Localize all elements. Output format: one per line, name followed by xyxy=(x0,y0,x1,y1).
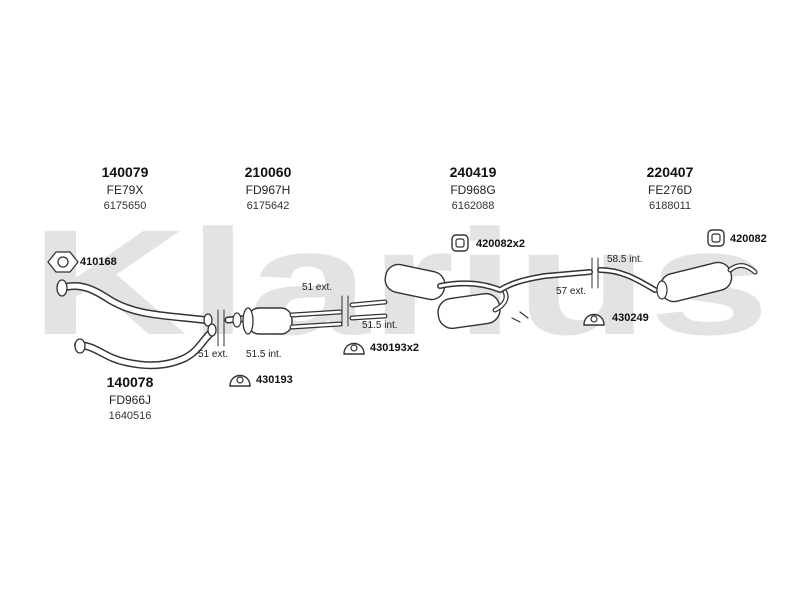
part-label-240419: 240419 FD968G 6162088 xyxy=(433,164,513,212)
dimension-note: 51.5 int. xyxy=(246,349,282,360)
part-code: FE79X xyxy=(106,183,144,197)
part-number: 210060 xyxy=(244,164,292,180)
part-code: FD968G xyxy=(450,183,496,197)
hanger-icon-b[interactable] xyxy=(707,229,725,247)
clamp-markers xyxy=(217,257,599,347)
part-label-220407: 220407 FE276D 6188011 xyxy=(630,164,710,212)
rubber-mount-icon-c[interactable] xyxy=(583,313,605,326)
part-number: 240419 xyxy=(449,164,497,180)
front-pipe-upper[interactable] xyxy=(56,279,213,327)
accessory-hanger-b[interactable]: 420082 xyxy=(730,233,767,245)
part-label-210060: 210060 FD967H 6175642 xyxy=(228,164,308,212)
part-code: FD967H xyxy=(245,183,291,197)
part-number: 140078 xyxy=(106,374,154,390)
oem-number: 6175650 xyxy=(103,200,147,212)
center-silencer[interactable] xyxy=(349,262,593,330)
hanger-icon-a[interactable] xyxy=(451,234,469,252)
accessory-gasket[interactable]: 410168 xyxy=(80,256,117,268)
front-pipe-lower[interactable] xyxy=(74,323,217,370)
rubber-mount-icon-a[interactable] xyxy=(229,374,251,387)
dimension-note: 58.5 int. xyxy=(607,254,643,265)
rubber-mount-icon-b[interactable] xyxy=(343,342,365,355)
part-code: FE276D xyxy=(647,183,693,197)
part-label-140079: 140079 FE79X 6175650 xyxy=(85,164,165,212)
accessory-mount-c[interactable]: 430249 xyxy=(612,312,649,324)
gasket-icon[interactable] xyxy=(47,251,79,273)
front-silencer[interactable] xyxy=(224,307,343,335)
part-number: 140079 xyxy=(101,164,149,180)
accessory-mount-a[interactable]: 430193 xyxy=(256,374,293,386)
dimension-note: 51.5 int. xyxy=(362,320,398,331)
oem-number: 1640516 xyxy=(108,410,152,422)
part-label-140078: 140078 FD966J 1640516 xyxy=(90,374,170,422)
accessory-mount-b[interactable]: 430193x2 xyxy=(370,342,419,354)
dimension-note: 57 ext. xyxy=(556,286,587,297)
dimension-note: 51 ext. xyxy=(302,282,333,293)
accessory-hanger-a[interactable]: 420082x2 xyxy=(476,238,525,250)
rear-silencer[interactable] xyxy=(597,260,758,305)
part-number: 220407 xyxy=(646,164,694,180)
oem-number: 6175642 xyxy=(246,200,290,212)
part-code: FD966J xyxy=(108,393,152,407)
oem-number: 6162088 xyxy=(451,200,495,212)
oem-number: 6188011 xyxy=(648,200,691,212)
dimension-note: 51 ext. xyxy=(198,349,229,360)
